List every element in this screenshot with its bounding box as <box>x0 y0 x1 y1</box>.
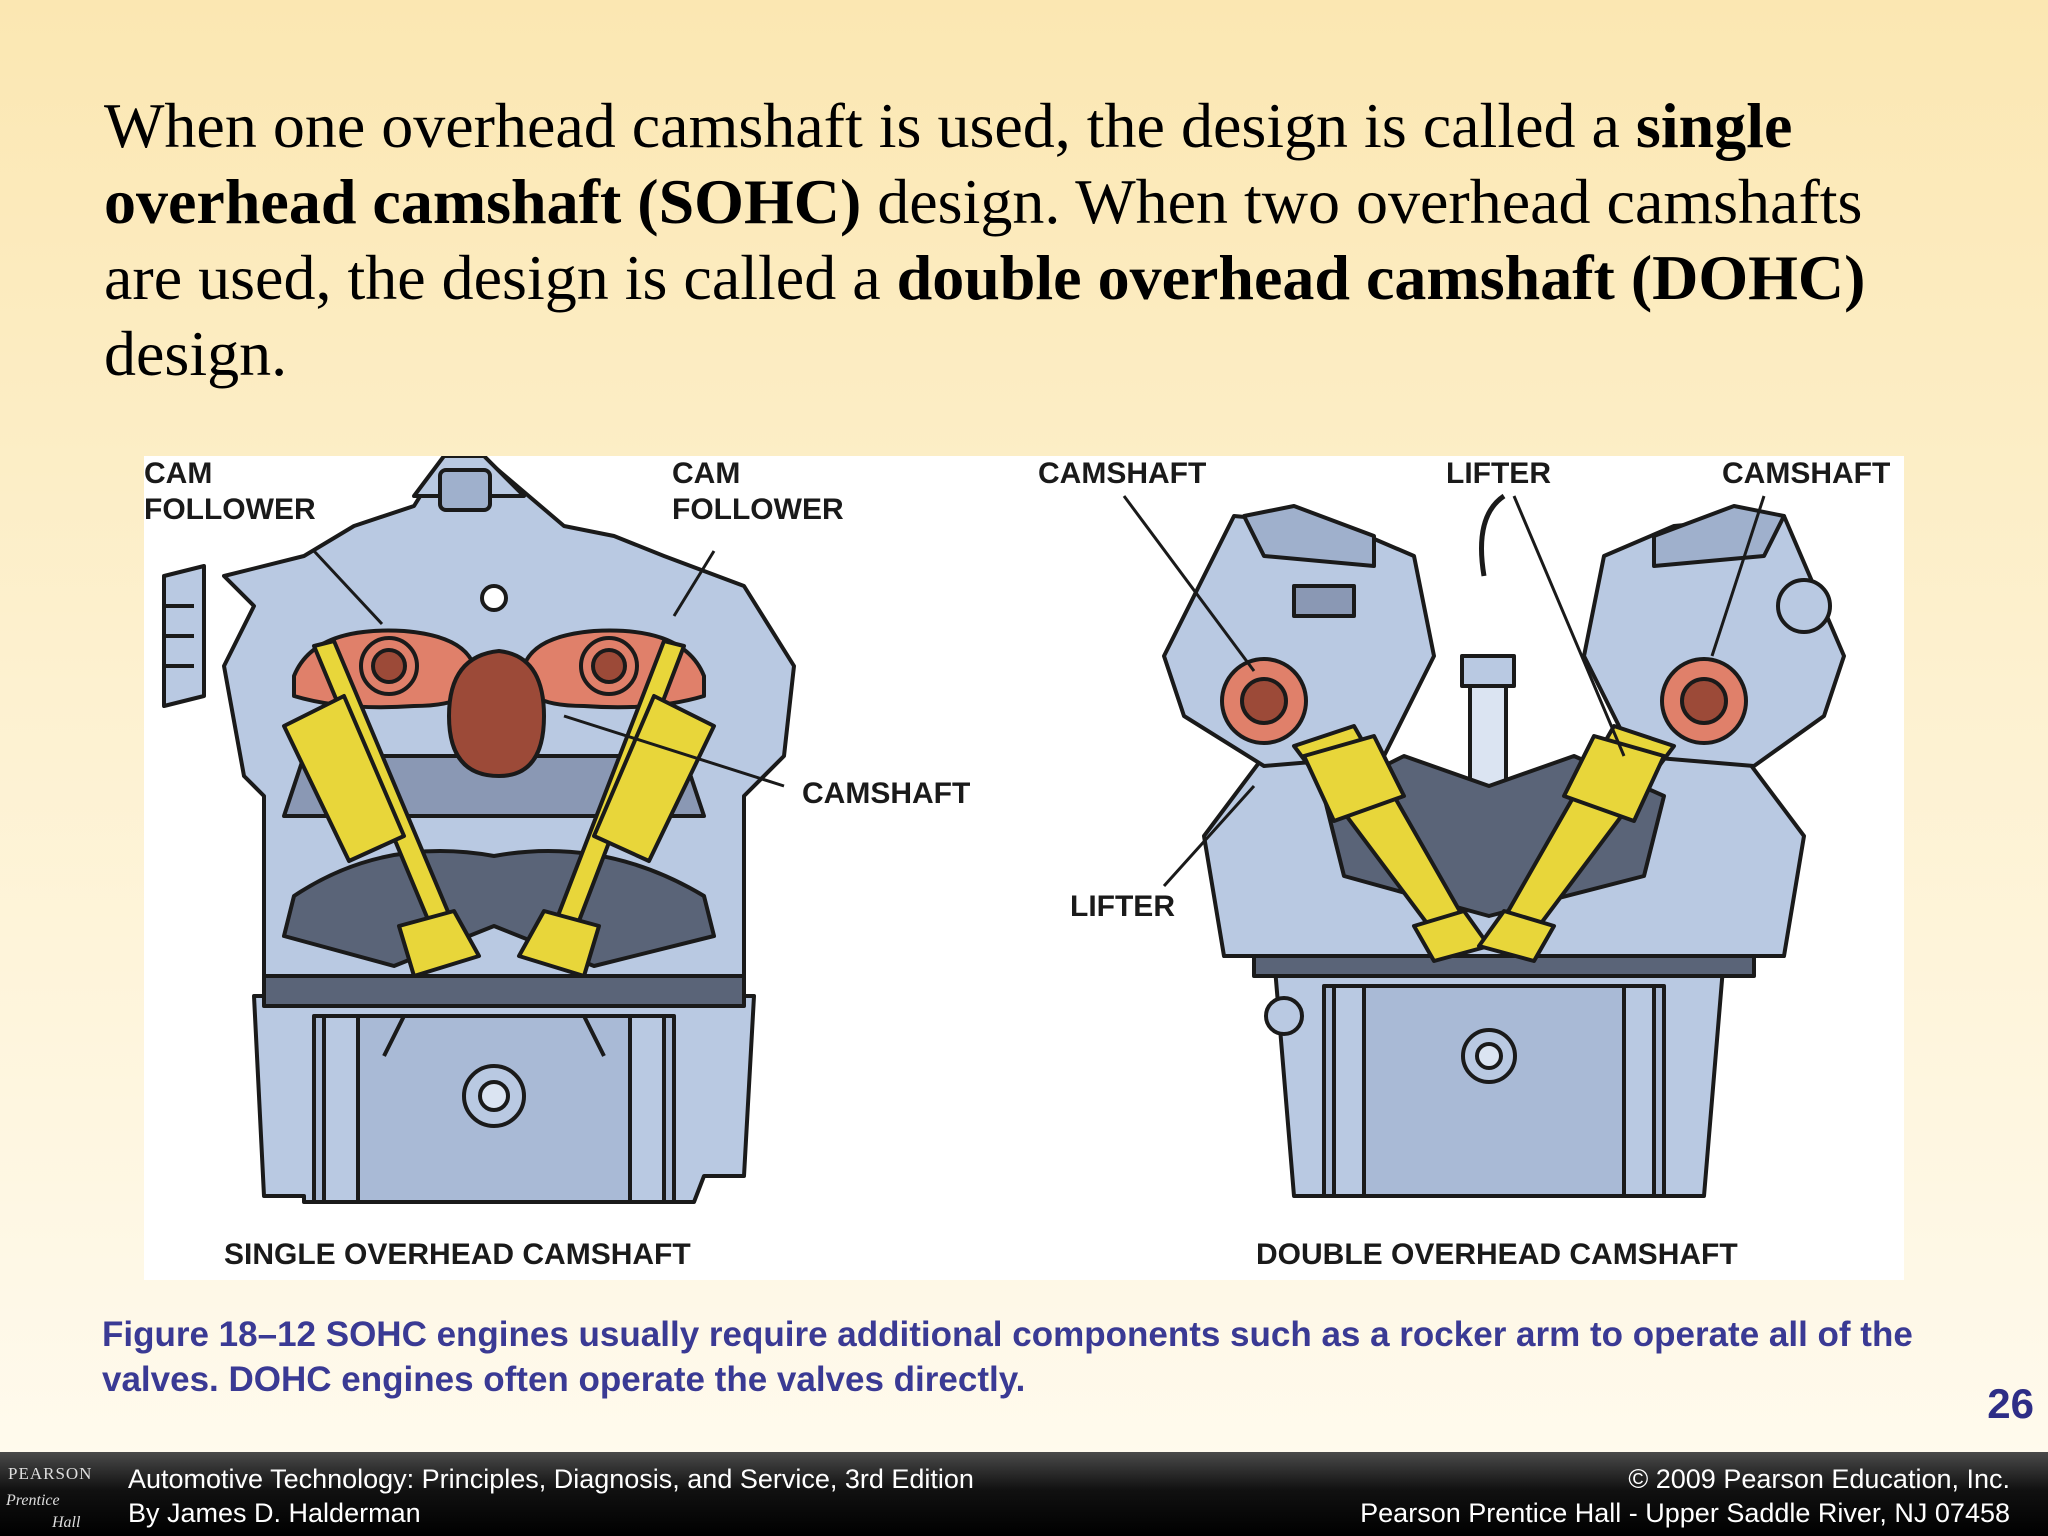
heading-text: design. <box>104 318 288 389</box>
sohc-cam-follower-label-left: FOLLOWER <box>144 493 316 526</box>
logo-text: PEARSON <box>8 1464 93 1483</box>
dohc-camshaft-label-left: CAMSHAFT <box>1038 457 1206 490</box>
footer-bar: PEARSON Prentice Hall Automotive Technol… <box>0 1452 2048 1536</box>
heading-text: design. When two overhead camshafts are … <box>104 166 1863 313</box>
dohc-camshaft-label-right: CAMSHAFT <box>1722 457 1890 490</box>
heading-text: When one overhead camshaft is used, the … <box>104 90 1636 161</box>
heading-term-sohc: single overhead camshaft (SOHC) <box>104 90 1793 237</box>
dohc-caption: DOUBLE OVERHEAD CAMSHAFT <box>1256 1238 1738 1271</box>
dohc-lifter-label-top: LIFTER <box>1446 457 1551 490</box>
engine-figure: CAM FOLLOWER CAM FOLLOWER CAMSHAFT SINGL… <box>144 456 1904 1280</box>
footer-publisher: Pearson Prentice Hall - Upper Saddle Riv… <box>1360 1498 2010 1528</box>
sohc-cam-follower-label-right: FOLLOWER <box>672 493 844 526</box>
logo-text: Prentice <box>6 1492 60 1509</box>
footer-author: By James D. Halderman <box>128 1498 421 1528</box>
sohc-engine-drawing <box>162 456 796 1204</box>
sohc-camshaft-label: CAMSHAFT <box>802 777 970 810</box>
logo-text: Hall <box>52 1514 81 1531</box>
heading-term-dohc: double overhead camshaft (DOHC) <box>896 242 1866 313</box>
dohc-lifter-label-left: LIFTER <box>1070 890 1175 923</box>
footer-copyright: © 2009 Pearson Education, Inc. <box>1628 1464 2010 1494</box>
footer-book-title: Automotive Technology: Principles, Diagn… <box>128 1464 974 1494</box>
engine-illustration: CAM FOLLOWER CAM FOLLOWER CAMSHAFT SINGL… <box>144 456 1890 1271</box>
page-number: 26 <box>1987 1380 2034 1427</box>
slide-heading: When one overhead camshaft is used, the … <box>104 88 1944 392</box>
sohc-cam-follower-label-right: CAM <box>672 457 740 490</box>
dohc-engine-drawing <box>1122 493 1846 1198</box>
sohc-cam-follower-label-left: CAM <box>144 457 212 490</box>
figure-caption: Figure 18–12 SOHC engines usually requir… <box>102 1315 1913 1399</box>
pearson-prentice-hall-logo: PEARSON Prentice Hall <box>0 1462 100 1536</box>
sohc-caption: SINGLE OVERHEAD CAMSHAFT <box>224 1238 691 1271</box>
